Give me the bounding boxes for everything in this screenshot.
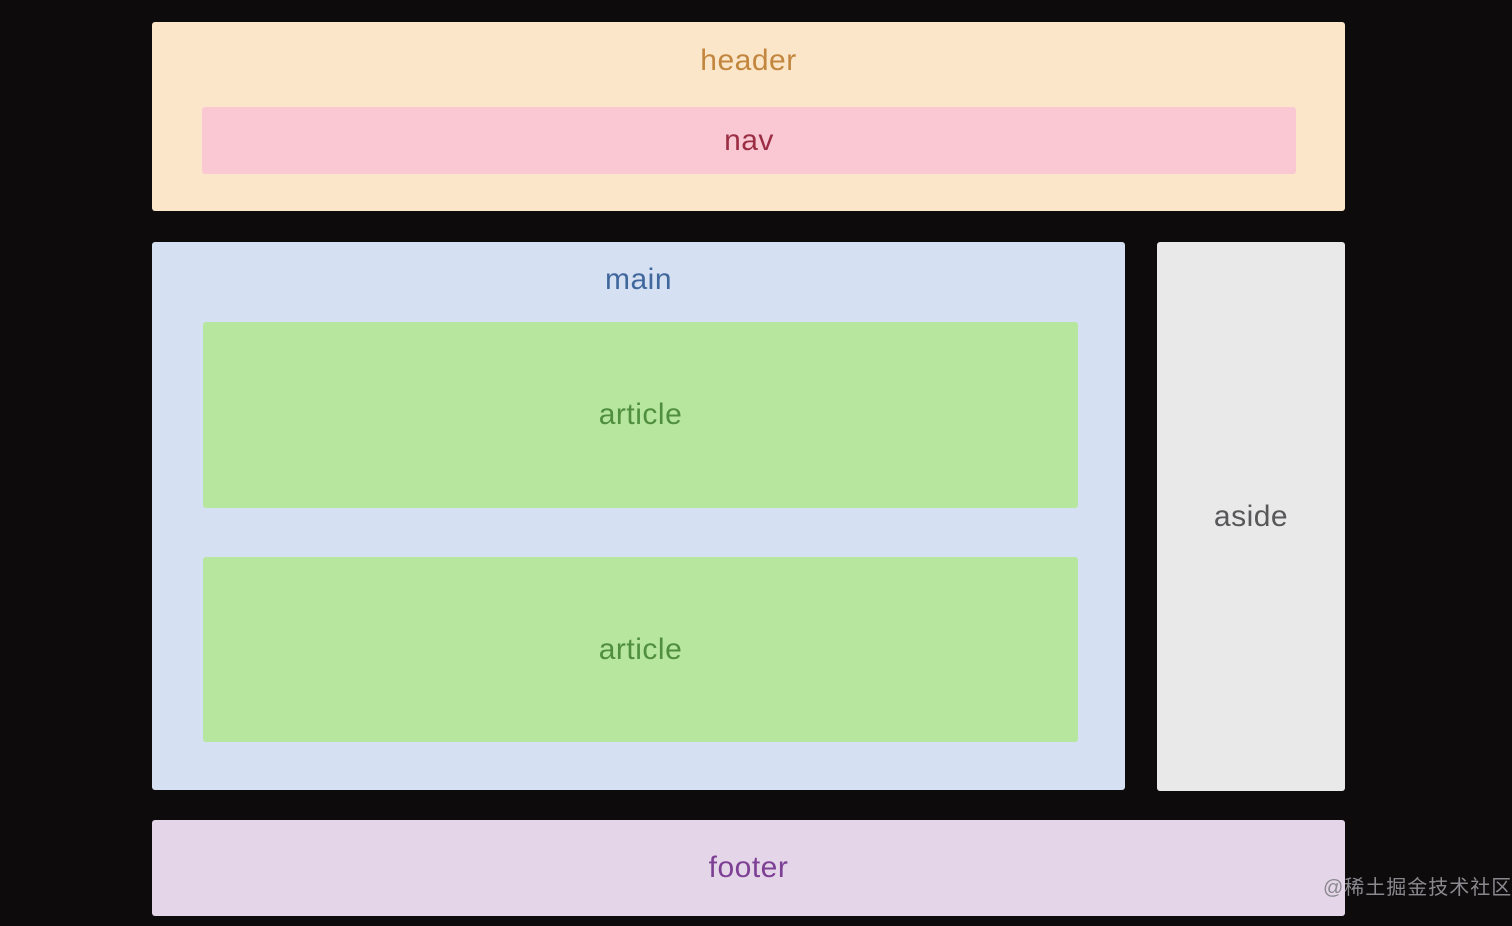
footer-box: footer: [152, 820, 1345, 916]
main-label: main: [604, 263, 673, 296]
article-label: article: [598, 398, 683, 431]
article-label: article: [598, 632, 683, 666]
header-label: header: [700, 44, 797, 77]
nav-box: nav: [202, 107, 1296, 174]
aside-box: aside: [1157, 242, 1345, 791]
watermark: @稀土掘金技术社区: [1323, 877, 1512, 899]
footer-label: footer: [708, 851, 789, 884]
aside-label: aside: [1213, 499, 1289, 533]
main-box: main article article: [152, 242, 1125, 790]
header-box: header nav: [152, 22, 1345, 211]
article-box: article: [203, 557, 1078, 742]
nav-label: nav: [724, 123, 774, 157]
article-box: article: [203, 322, 1078, 508]
